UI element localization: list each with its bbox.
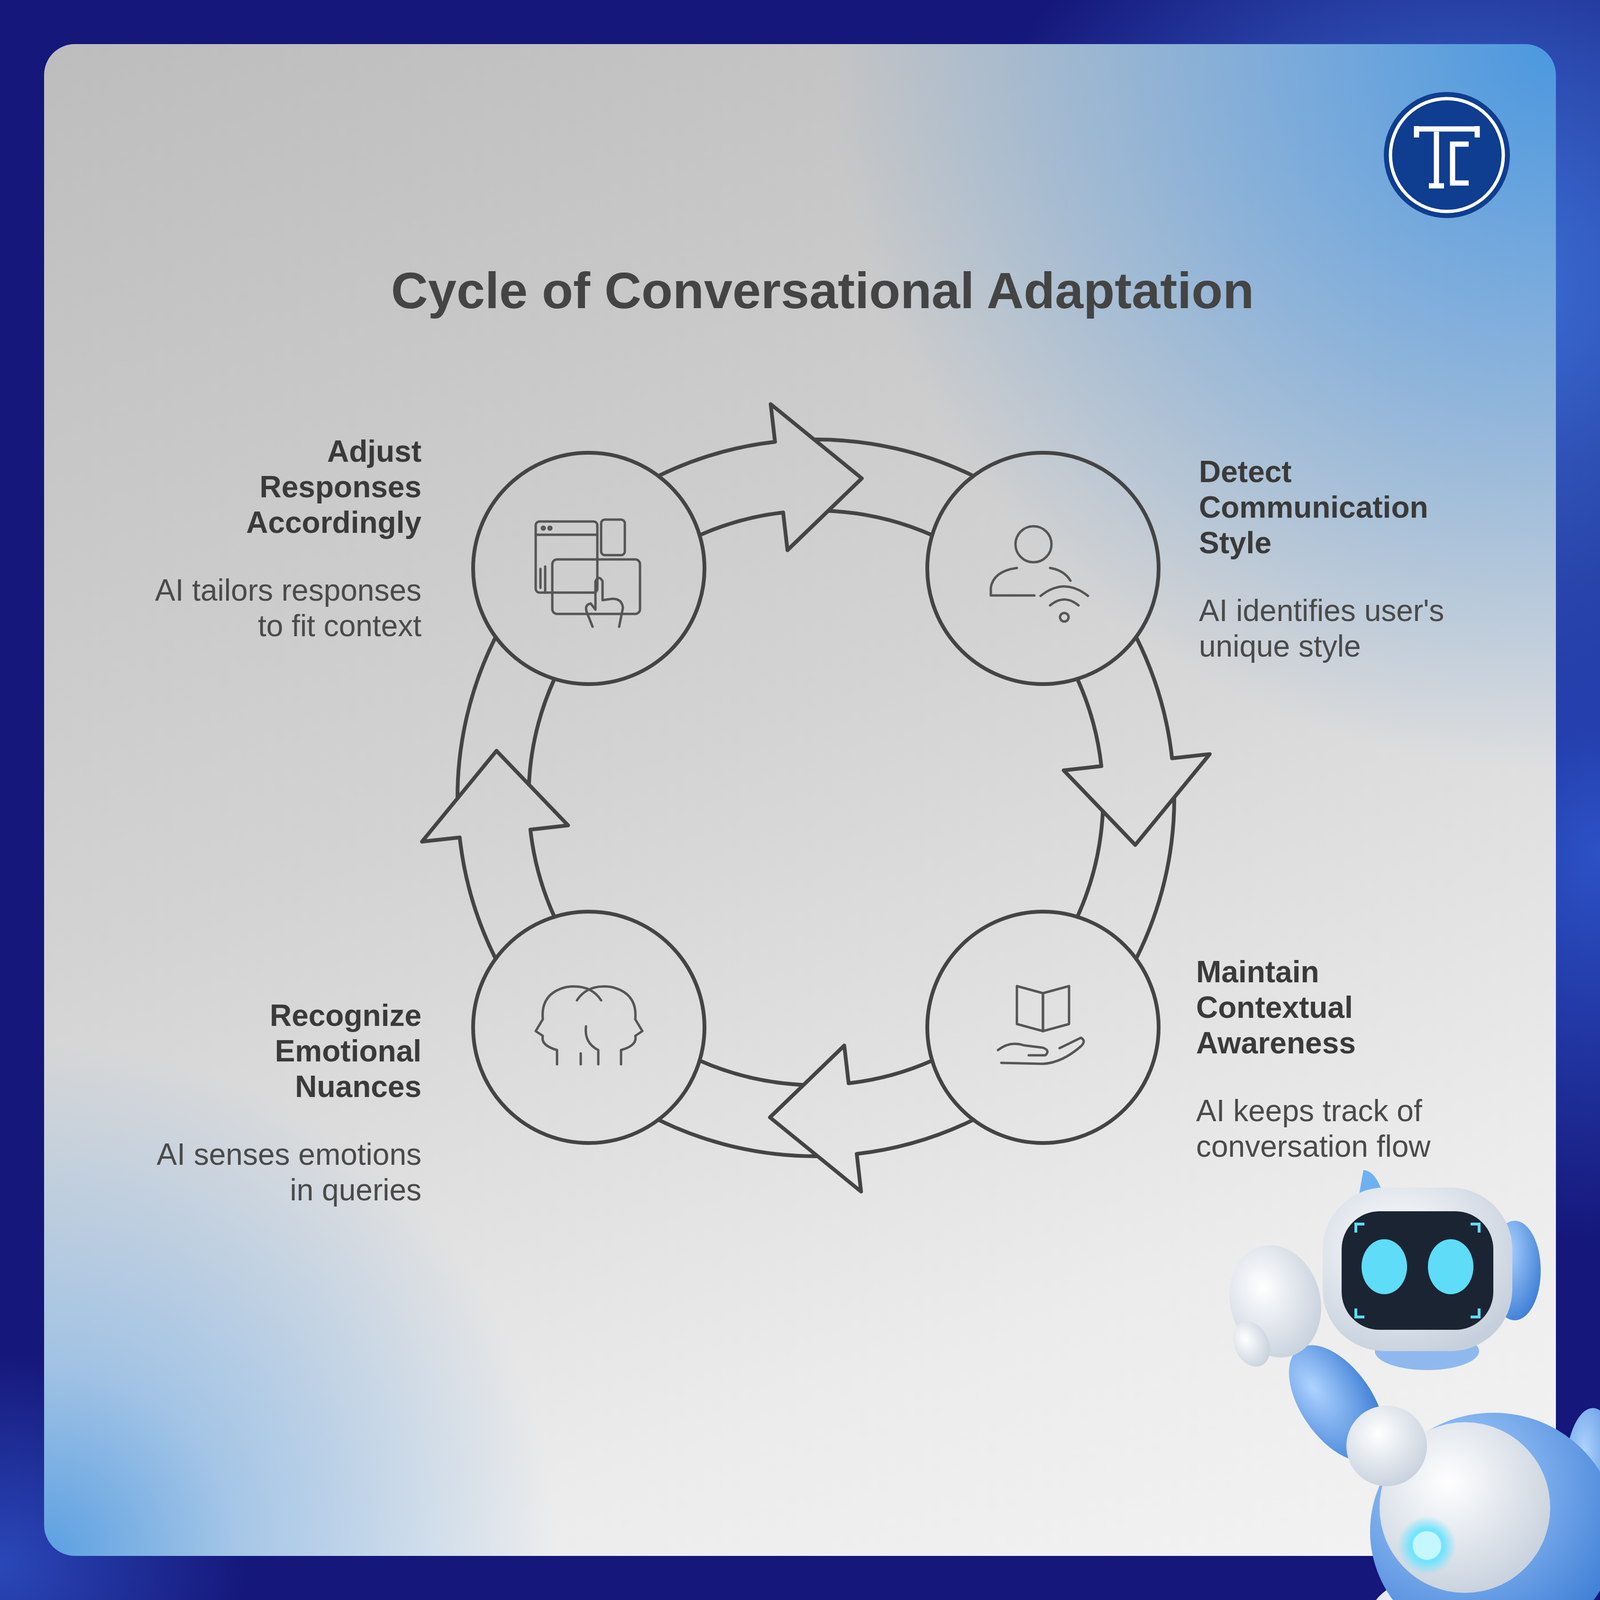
step-text-group: Maintain Contextual Awareness AI keeps tr… bbox=[1196, 954, 1481, 1165]
step-description: AI senses emotions in queries bbox=[137, 1136, 422, 1208]
user-signal-icon-part bbox=[990, 567, 1035, 596]
step-heading: Recognize Emotional Nuances bbox=[184, 997, 422, 1105]
cycle-arrow bbox=[421, 637, 568, 960]
step-node: Recognize Emotional NuancesAI senses emo… bbox=[471, 909, 707, 1145]
cycle-arrow bbox=[658, 1045, 974, 1192]
robot-mascot-part bbox=[1397, 1516, 1457, 1575]
step-circle-outline bbox=[927, 911, 1159, 1143]
step-circle bbox=[471, 909, 707, 1145]
user-signal-icon-part bbox=[1040, 586, 1088, 596]
step-description: AI keeps track of conversation flow bbox=[1196, 1093, 1481, 1165]
robot-mascot-part bbox=[1355, 1224, 1480, 1317]
heads-icon bbox=[535, 986, 643, 1065]
robot-mascot-part bbox=[1427, 1239, 1474, 1295]
step-node: Adjust Responses AccordinglyAI tailors r… bbox=[471, 450, 707, 686]
company-logo-part bbox=[1452, 144, 1469, 183]
devices-icon-part bbox=[548, 526, 552, 530]
robot-mascot-part bbox=[1322, 1187, 1513, 1352]
company-logo-part bbox=[1383, 91, 1510, 219]
robot-mascot-part bbox=[1346, 1405, 1427, 1487]
devices-icon bbox=[535, 519, 640, 627]
step-description: AI identifies user's unique style bbox=[1198, 593, 1484, 665]
robot-mascot-part bbox=[1341, 1211, 1494, 1330]
devices-icon-part bbox=[535, 521, 598, 593]
devices-icon-part bbox=[535, 533, 598, 537]
heads-icon-part bbox=[579, 1053, 583, 1065]
devices-icon-part bbox=[540, 566, 546, 593]
step-description: AI tailors responses to fit context bbox=[137, 572, 422, 644]
step-text-group: Adjust Responses Accordingly AI tailors r… bbox=[137, 433, 422, 644]
robot-mascot-part bbox=[1216, 1234, 1334, 1369]
step-circle-outline bbox=[473, 911, 705, 1143]
robot-mascot bbox=[1216, 1170, 1600, 1600]
user-signal-icon bbox=[990, 526, 1088, 622]
diagram-title: Cycle of Conversational Adaptation bbox=[158, 259, 1487, 322]
company-logo bbox=[1383, 91, 1510, 219]
user-signal-icon-part bbox=[1015, 526, 1052, 563]
book-hand-icon-part bbox=[1042, 986, 1070, 1032]
heads-icon-part bbox=[585, 1026, 599, 1065]
step-heading: Adjust Responses Accordingly bbox=[184, 433, 422, 541]
step-circle bbox=[471, 450, 707, 686]
step-node: Maintain Contextual AwarenessAI keeps tr… bbox=[925, 909, 1161, 1145]
robot-mascot-part bbox=[1225, 1315, 1278, 1373]
company-logo-part bbox=[1428, 131, 1445, 186]
cycle-arrow bbox=[658, 404, 974, 551]
book-hand-icon-part bbox=[1001, 1037, 1084, 1064]
devices-icon-part bbox=[541, 526, 545, 530]
book-hand-icon-part bbox=[997, 1043, 1048, 1056]
step-heading: Detect Communication Style bbox=[1198, 454, 1436, 561]
step-node: Detect Communication StyleAI identifies … bbox=[925, 450, 1161, 686]
step-circle-outline bbox=[473, 452, 705, 685]
devices-icon-part bbox=[601, 519, 625, 556]
devices-icon-part bbox=[585, 577, 623, 627]
robot-mascot-part bbox=[1361, 1239, 1408, 1295]
heads-icon-part bbox=[576, 986, 643, 1065]
step-circle-outline bbox=[927, 452, 1159, 685]
step-circle bbox=[925, 909, 1161, 1145]
company-logo-part bbox=[1416, 126, 1478, 138]
step-heading: Maintain Contextual Awareness bbox=[1196, 954, 1434, 1061]
step-circle bbox=[925, 450, 1161, 686]
user-signal-icon-part bbox=[1050, 599, 1079, 606]
book-hand-icon-part bbox=[1016, 986, 1043, 1032]
robot-mascot-part bbox=[1412, 1531, 1442, 1560]
step-text-group: Recognize Emotional Nuances AI senses emo… bbox=[137, 997, 422, 1208]
step-text-group: Detect Communication Style AI identifies … bbox=[1198, 454, 1484, 665]
heads-icon-part bbox=[535, 986, 602, 1065]
book-hand-icon bbox=[997, 986, 1084, 1064]
cycle-arrow bbox=[1063, 637, 1210, 960]
user-signal-icon-part bbox=[1060, 612, 1069, 622]
company-logo-part bbox=[1390, 98, 1504, 212]
user-signal-icon-part bbox=[1050, 567, 1071, 581]
